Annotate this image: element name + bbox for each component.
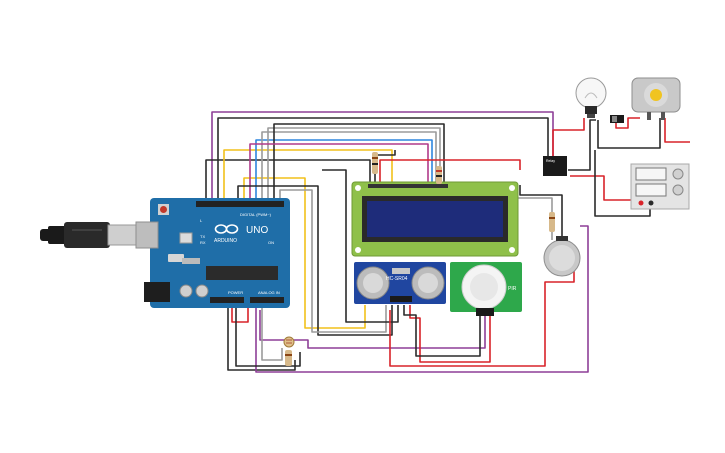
usb-cable[interactable] [40,222,137,248]
wire-red-power[interactable] [231,302,249,323]
ultrasonic-label: HC-SR04 [386,276,408,282]
wire-black-5[interactable] [322,169,399,323]
slide-switch[interactable] [610,115,624,123]
wire-black-gas2[interactable] [519,185,563,240]
l-label: L [200,218,203,223]
wire-purple-bottom[interactable] [255,225,589,373]
relay[interactable]: Relay [543,156,567,176]
digital-label: DIGITAL (PWM~) [240,212,272,217]
on-label: ON [268,240,274,245]
wire-black-4[interactable] [237,185,393,336]
dc-motor[interactable] [631,77,681,120]
wire-red-lcd[interactable] [379,159,521,185]
relay-label: Relay [546,159,555,163]
tx-label: TX [200,234,205,239]
lcd-display[interactable] [351,181,519,257]
wire-black-3[interactable] [273,123,445,205]
wire-red-switch[interactable] [615,117,640,129]
pir-sensor[interactable]: PIR [450,262,522,316]
lcd-screen [367,201,503,237]
wire-yellow-1[interactable] [223,149,393,205]
gas-sensor[interactable] [543,236,581,277]
wire-red-ultra[interactable] [409,305,491,363]
arduino-logo-icon [214,224,239,234]
wire-gray-2[interactable] [267,127,441,205]
arduino-uno[interactable]: UNO ARDUINO DIGITAL (PWM~) L TX RX ON PO… [135,198,290,308]
wire-red-relay-2[interactable] [570,175,641,205]
power-label: POWER [228,290,243,295]
light-bulb[interactable] [575,77,607,118]
wire-purple-2[interactable] [259,310,486,349]
wire-black-switch[interactable] [597,118,661,149]
wire-red-motor[interactable] [664,118,690,143]
power-supply[interactable] [630,163,690,210]
analog-label: ANALOG IN [258,290,280,295]
resistor-lcd-1[interactable] [372,152,378,174]
wire-blue-1[interactable] [255,139,433,205]
wire-gray-1[interactable] [261,131,437,205]
brand-label: ARDUINO [214,238,237,244]
resistor-lcd-2[interactable] [436,166,442,184]
wire-black-relay[interactable] [568,119,596,171]
wire-black-ultra[interactable] [403,305,481,357]
microcontroller-chip [206,266,278,280]
power-jack [144,282,170,302]
photoresistor[interactable] [283,336,295,348]
wire-black-2[interactable] [205,159,371,205]
rx-label: RX [200,240,206,245]
wire-black-gas[interactable] [235,302,301,367]
resistor-gas[interactable] [549,212,555,232]
wire-gray-gas[interactable] [515,185,553,240]
pir-label: PIR [508,286,517,292]
model-label: UNO [246,225,268,236]
usb-port [135,221,159,249]
wire-gray-3[interactable] [279,189,387,333]
wire-black-1[interactable] [217,117,549,205]
resistor-ldr[interactable] [285,350,292,366]
wire-yellow-2[interactable] [243,177,366,329]
wire-black-supply[interactable] [594,150,651,217]
wire-red-pir[interactable] [389,270,575,367]
wire-magenta-1[interactable] [249,143,429,205]
ultrasonic-sensor[interactable]: HC-SR04 [354,262,446,304]
wire-gray-ldr[interactable] [261,302,283,361]
wire-black-power[interactable] [227,302,296,371]
wire-red-relay-1[interactable] [552,118,585,160]
